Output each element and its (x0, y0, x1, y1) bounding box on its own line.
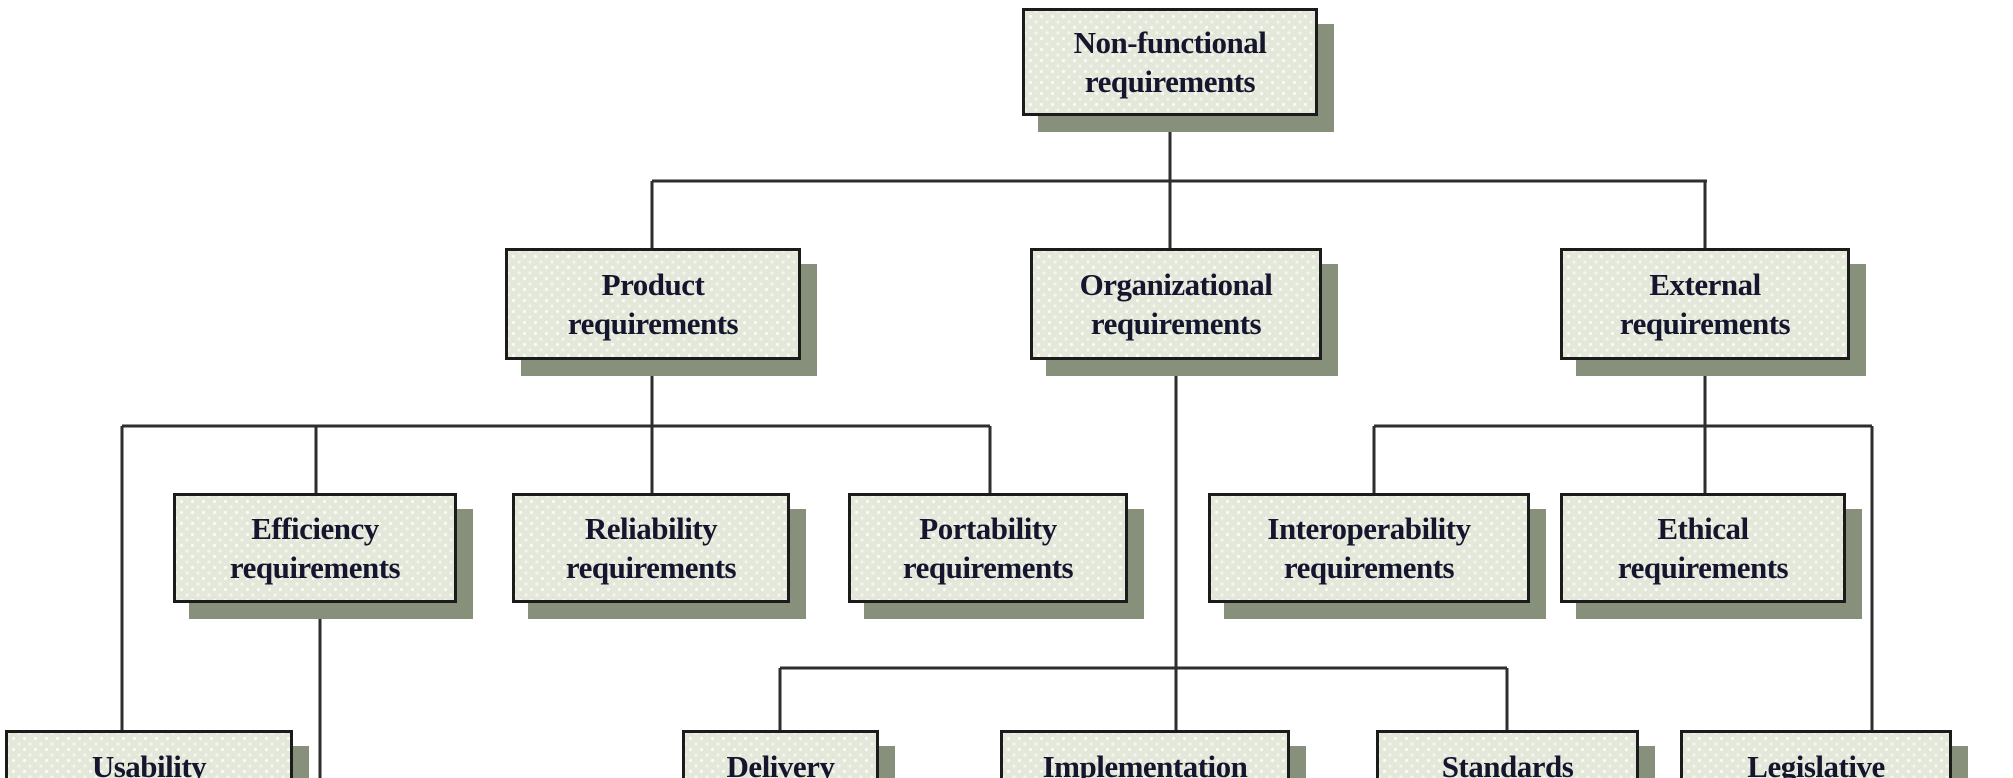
node-portability-requirements: Portability requirements (848, 493, 1128, 603)
node-reliability-requirements: Reliability requirements (512, 493, 790, 603)
node-label: requirements (1283, 550, 1455, 585)
node-nonfunctional-requirements: Non-functional requirements (1022, 8, 1318, 116)
node-label: Organizational (1079, 267, 1273, 302)
node-label: External (1649, 267, 1761, 302)
node-product-requirements: Product requirements (505, 248, 801, 360)
node-label: Portability (919, 511, 1057, 546)
node-standards-requirements: Standards (1376, 730, 1639, 778)
node-delivery-requirements: Delivery (682, 730, 879, 778)
node-label: requirements (229, 550, 401, 585)
node-interoperability-requirements: Interoperability requirements (1208, 493, 1530, 603)
node-label: Ethical (1657, 511, 1749, 546)
node-label: Standards (1441, 749, 1574, 778)
node-label: Efficiency (251, 511, 379, 546)
node-label: requirements (1617, 550, 1789, 585)
node-label: Non-functional (1073, 25, 1267, 60)
node-label: Legislative (1747, 749, 1885, 778)
node-label: requirements (1090, 306, 1262, 341)
node-label: Implementation (1042, 749, 1248, 778)
node-label: Usability (91, 749, 207, 778)
node-label: Product (601, 267, 705, 302)
node-efficiency-requirements: Efficiency requirements (173, 493, 457, 603)
node-label: requirements (902, 550, 1074, 585)
node-label: requirements (567, 306, 739, 341)
node-ethical-requirements: Ethical requirements (1560, 493, 1846, 603)
node-label: Interoperability (1267, 511, 1471, 546)
node-legislative-requirements: Legislative (1680, 730, 1952, 778)
node-label: requirements (1619, 306, 1791, 341)
node-usability-requirements: Usability (5, 730, 293, 778)
node-label: Delivery (726, 749, 835, 778)
node-label: requirements (565, 550, 737, 585)
node-external-requirements: External requirements (1560, 248, 1850, 360)
node-label: requirements (1084, 64, 1256, 99)
node-label: Reliability (584, 511, 718, 546)
node-organizational-requirements: Organizational requirements (1030, 248, 1322, 360)
node-implementation-requirements: Implementation (1000, 730, 1290, 778)
